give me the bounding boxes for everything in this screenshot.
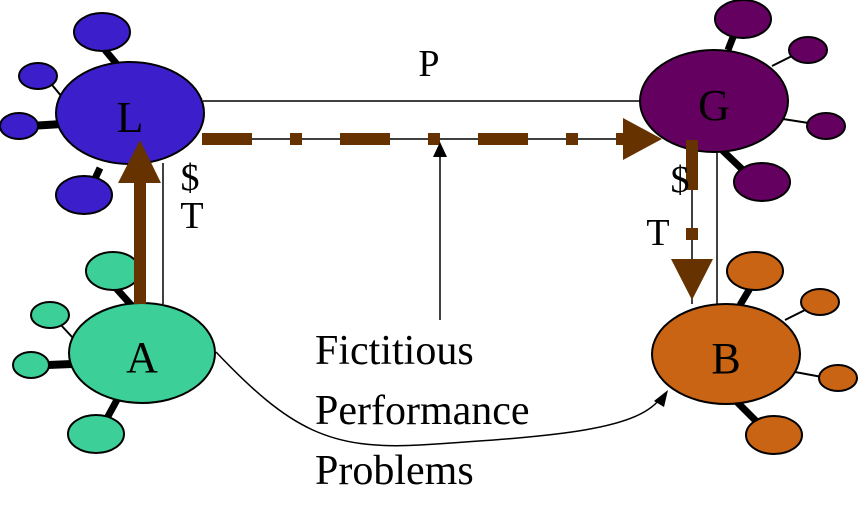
dash — [428, 133, 440, 145]
right-money-label: $ — [671, 159, 690, 201]
spoke — [794, 371, 823, 378]
satellite-node — [12, 351, 50, 379]
dash — [566, 133, 578, 145]
dash — [202, 133, 252, 145]
node-b[interactable] — [651, 303, 801, 405]
satellite-node — [85, 251, 141, 291]
curve-arrowhead-icon — [654, 390, 668, 407]
satellite-node — [55, 175, 113, 215]
annotation-line-2: Performance — [315, 388, 530, 434]
spoke — [59, 323, 74, 339]
dash — [340, 133, 390, 145]
flow-arrowhead-icon — [671, 259, 713, 300]
right-transfer-label: T — [646, 212, 669, 254]
satellite-node — [726, 251, 784, 291]
satellite-node — [0, 112, 39, 140]
left-transfer-label: T — [180, 195, 203, 237]
dash — [686, 140, 698, 190]
node-a-label: A — [126, 333, 158, 382]
dash — [686, 228, 698, 240]
satellite-node — [73, 12, 131, 52]
satellite-node — [806, 112, 846, 140]
node-l-label: L — [117, 93, 144, 142]
pointer-arrowhead-icon — [433, 142, 447, 157]
flow-shaft — [134, 178, 146, 304]
satellite-node — [800, 288, 840, 316]
flow-arrowhead-icon — [623, 118, 662, 160]
flow-l-to-g — [202, 118, 662, 160]
flow-arrowhead-icon — [118, 140, 161, 183]
cluster-a: A — [12, 251, 216, 454]
satellite-node — [733, 162, 791, 202]
dash — [290, 133, 302, 145]
node-g-label: G — [698, 81, 730, 130]
left-money-label: $ — [181, 157, 200, 199]
cluster-l: L — [0, 12, 205, 215]
cluster-b: B — [651, 251, 858, 455]
annotation-line-1: Fictitious — [315, 328, 474, 374]
flow-g-to-b — [671, 140, 713, 300]
satellite-node — [745, 415, 803, 455]
annotation-line-3: Problems — [315, 448, 474, 494]
satellite-node — [18, 62, 58, 90]
satellite-node — [67, 414, 125, 454]
spoke — [47, 360, 73, 369]
satellite-node — [714, 0, 772, 39]
performance-label: P — [418, 43, 439, 85]
satellite-node — [818, 364, 858, 392]
node-b-label: B — [711, 334, 740, 383]
fictitious-curve — [215, 351, 663, 447]
satellite-node — [788, 36, 828, 64]
spoke — [784, 309, 806, 321]
satellite-node — [30, 301, 70, 329]
flow-a-to-l — [118, 140, 161, 304]
dash — [478, 133, 528, 145]
